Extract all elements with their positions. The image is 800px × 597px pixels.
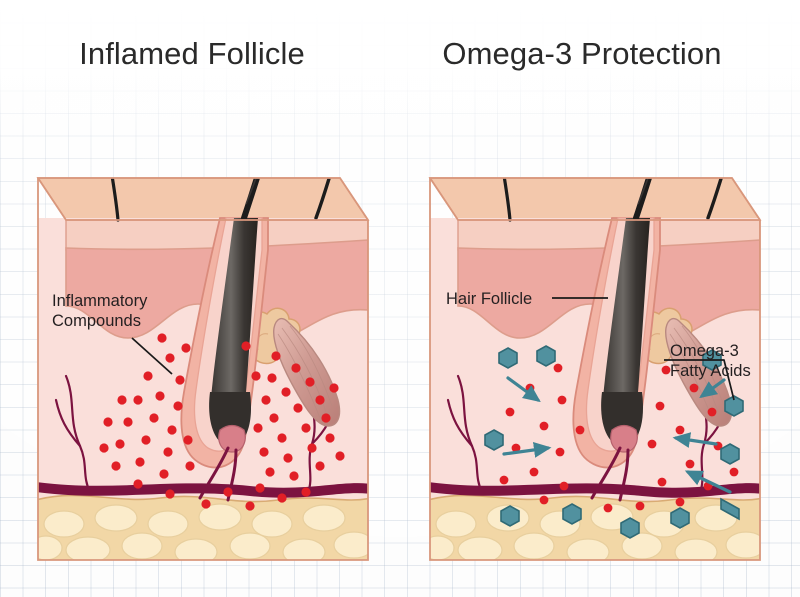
omega3-action-arrow — [506, 376, 541, 403]
omega3-molecule — [536, 345, 556, 367]
label-hair-follicle: Hair Follicle — [446, 290, 608, 308]
hair-shaft-main — [633, 178, 677, 221]
hair-shaft-secondary — [706, 178, 736, 220]
omega3-molecule — [498, 347, 518, 369]
panel-title-inflamed: Inflamed Follicle — [79, 36, 305, 71]
label-inflammatory-compounds-line2: Compounds — [52, 312, 141, 330]
inflammatory-compound-cloud — [499, 363, 739, 513]
omega3-molecule — [720, 497, 740, 521]
panel-omega3-protection: Hair Follicle Omega-3 Fatty Acids — [412, 100, 782, 585]
leader-line-omega3 — [664, 359, 735, 401]
omega3-molecule — [562, 503, 582, 525]
label-inflammatory-compounds: Inflammatory Compounds — [52, 292, 173, 375]
leader-line-inflammatory — [131, 337, 173, 375]
omega3-molecule — [724, 395, 744, 417]
label-hair-follicle-text: Hair Follicle — [446, 290, 532, 308]
label-omega3-fatty-acids: Omega-3 Fatty Acids — [664, 342, 751, 401]
omega3-molecule — [720, 443, 740, 465]
hair-shaft-tertiary — [496, 178, 512, 222]
label-inflammatory-compounds-line1: Inflammatory — [52, 292, 148, 310]
omega3-action-arrow — [684, 470, 732, 494]
omega3-action-arrow — [672, 432, 718, 448]
hair-follicle-main — [572, 178, 677, 502]
hair-shaft-main — [241, 178, 285, 221]
hair-shaft-tertiary — [104, 178, 120, 222]
panel-inflamed-follicle: Inflammatory Compounds — [20, 100, 390, 585]
hair-follicle-main — [180, 178, 285, 502]
label-omega3-line1: Omega-3 — [670, 342, 739, 360]
skin-block-front-face — [430, 178, 760, 560]
hair-shaft-secondary — [314, 178, 344, 220]
omega3-molecule-group — [484, 345, 744, 539]
omega3-action-arrow — [502, 442, 552, 458]
panel-title-protection: Omega-3 Protection — [442, 36, 722, 71]
fat-lobules — [38, 503, 368, 560]
omega3-molecule — [670, 507, 690, 529]
label-omega3-line2: Fatty Acids — [670, 362, 751, 380]
omega3-action-arrow — [699, 378, 726, 399]
inflammatory-compound-cloud — [99, 333, 345, 511]
omega3-molecule — [500, 505, 520, 527]
fat-lobules — [430, 503, 760, 560]
omega3-molecule — [620, 517, 640, 539]
omega3-molecule — [484, 429, 504, 451]
omega3-action-arrows — [502, 376, 732, 494]
skin-block-front-face — [38, 178, 368, 560]
